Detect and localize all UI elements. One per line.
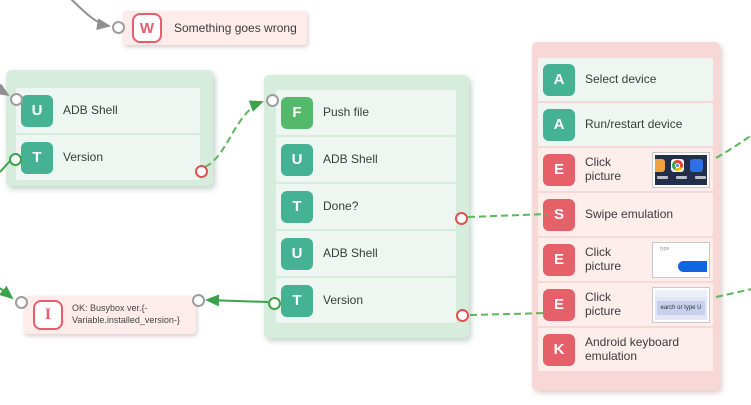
action-label: Push file — [323, 104, 370, 119]
info-node-label: OK: Busybox ver.{- Variable.installed_ve… — [72, 303, 180, 325]
action-label: Version — [63, 149, 104, 164]
action-letter-icon: S — [543, 198, 575, 231]
action-letter-icon: T — [281, 284, 313, 317]
action-letter-icon: T — [21, 141, 53, 174]
action-row-run-restart-device[interactable]: A Run/restart device — [538, 103, 713, 146]
action-label: ADB Shell — [323, 151, 378, 166]
chrome-app-icon — [670, 158, 684, 172]
action-row-swipe-emulation[interactable]: S Swipe emulation — [538, 193, 713, 236]
connector-midversion-to-info[interactable] — [205, 294, 269, 307]
port-warning-in[interactable] — [112, 21, 125, 34]
action-row-push-file[interactable]: F Push file — [276, 90, 456, 135]
action-label: ADB Shell — [323, 245, 378, 260]
node-busybox-version-info[interactable]: I OK: Busybox ver.{- Variable.installed_… — [24, 296, 196, 334]
action-row-click-picture[interactable]: E Click picture earch or type U — [538, 283, 713, 326]
port-done-out[interactable] — [455, 212, 468, 225]
action-letter-icon: F — [281, 96, 313, 129]
info-i-icon: I — [33, 300, 63, 330]
thumbnail-app-icons — [652, 151, 710, 188]
action-label: Click picture — [585, 289, 622, 318]
action-letter-icon: K — [543, 333, 575, 366]
blue-app-icon — [689, 158, 703, 172]
port-left-version-in[interactable] — [9, 153, 22, 166]
port-leftgroup-out[interactable] — [195, 165, 208, 178]
action-label: ADB Shell — [63, 102, 118, 117]
action-label: Click picture — [585, 244, 622, 273]
action-row-version[interactable]: T Version — [276, 278, 456, 323]
port-info-left[interactable] — [15, 296, 28, 309]
action-letter-icon: E — [543, 243, 575, 276]
port-info-right[interactable] — [192, 294, 205, 307]
action-row-version[interactable]: T Version — [16, 135, 200, 180]
action-label: Done? — [323, 198, 359, 213]
action-row-adb-shell[interactable]: U ADB Shell — [276, 137, 456, 182]
action-label: Run/restart device — [585, 116, 683, 131]
action-row-select-device[interactable]: A Select device — [538, 58, 713, 101]
orange-app-icon — [655, 158, 665, 172]
action-label: Version — [323, 292, 364, 307]
thumbnail-blue-button: type — [652, 241, 710, 278]
action-label: Android keyboard emulation — [585, 334, 680, 363]
connector-into-info-left[interactable] — [0, 285, 14, 300]
thumbnail-caption: type — [660, 245, 670, 252]
blue-button-shape — [678, 260, 707, 272]
action-row-adb-shell[interactable]: U ADB Shell — [276, 231, 456, 276]
connector-exit-top-right[interactable] — [715, 134, 751, 159]
action-row-adb-shell[interactable]: U ADB Shell — [16, 88, 200, 133]
action-letter-icon: T — [281, 190, 313, 223]
port-mid-version-out[interactable] — [456, 309, 469, 322]
action-row-done-[interactable]: T Done? — [276, 184, 456, 229]
action-letter-icon: U — [21, 94, 53, 127]
action-row-click-picture[interactable]: E Click picture type — [538, 238, 713, 281]
connector-leftgroup-to-pushfile[interactable] — [204, 100, 264, 168]
action-letter-icon: A — [543, 108, 575, 141]
connector-exit-bottom-right[interactable] — [715, 288, 751, 298]
search-bar-shape: earch or type U — [657, 300, 705, 315]
action-letter-icon: E — [543, 288, 575, 321]
action-row-click-picture[interactable]: E Click picture — [538, 148, 713, 191]
port-mid-version-in[interactable] — [268, 297, 281, 310]
action-letter-icon: U — [281, 237, 313, 270]
node-something-goes-wrong[interactable]: W Something goes wrong — [123, 11, 307, 45]
action-letter-icon: U — [281, 143, 313, 176]
port-pushfile-in[interactable] — [266, 94, 279, 107]
action-label: Select device — [585, 71, 657, 86]
connector-into-warning[interactable] — [64, 0, 111, 31]
action-label: Swipe emulation — [585, 206, 674, 221]
action-row-android-keyboard-emulation[interactable]: K Android keyboard emulation — [538, 328, 713, 371]
thumbnail-search-bar: earch or type U — [652, 286, 710, 323]
warning-w-icon: W — [132, 13, 162, 43]
action-letter-icon: A — [543, 63, 575, 96]
port-adbshell-in[interactable] — [10, 93, 23, 106]
action-label: Click picture — [585, 154, 622, 183]
action-letter-icon: E — [543, 153, 575, 186]
warning-node-label: Something goes wrong — [174, 21, 297, 35]
